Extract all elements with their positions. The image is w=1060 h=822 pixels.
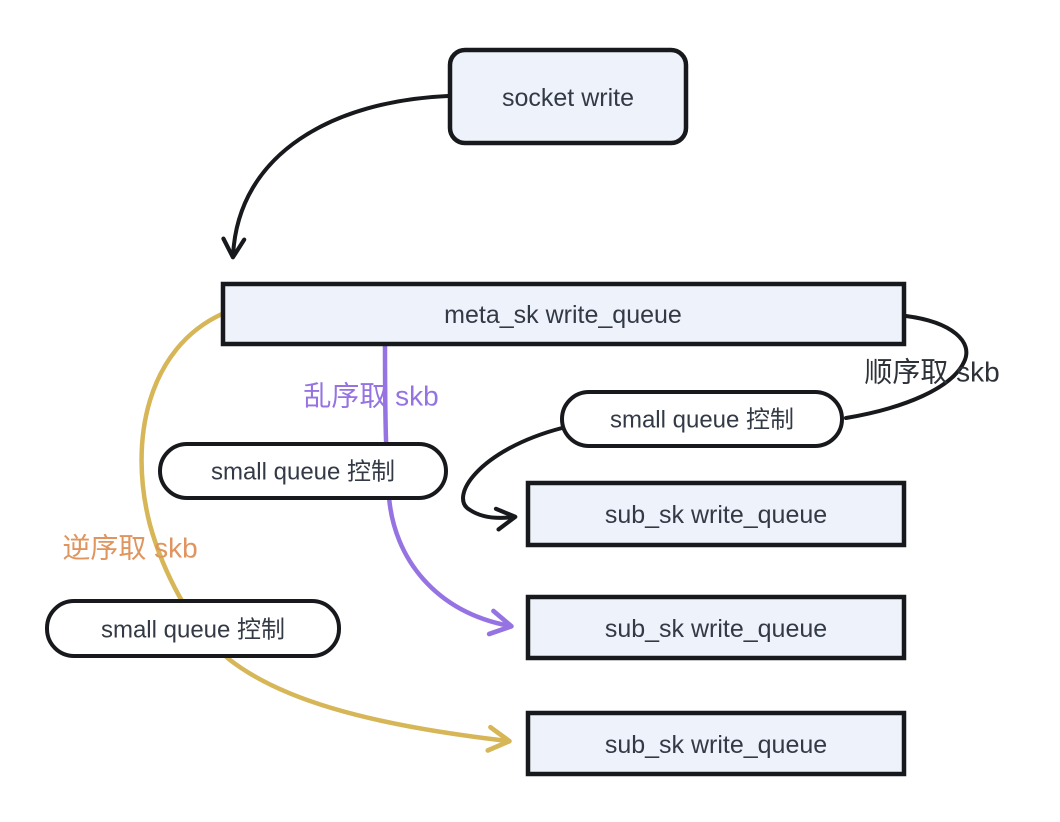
- node-sub-queue-1: sub_sk write_queue: [525, 480, 907, 548]
- edge-socket-to-meta: [221, 94, 450, 260]
- meta-queue-box: [220, 281, 907, 347]
- small-queue-right-pill: [560, 390, 844, 448]
- edge-meta-to-right-pill: [844, 314, 969, 420]
- edge-meta-to-sub3-gold: [139, 311, 512, 753]
- node-small-queue-middle: small queue 控制: [158, 442, 448, 500]
- small-queue-middle-label: small queue 控制: [211, 459, 395, 486]
- sub-queue-3-label: sub_sk write_queue: [605, 731, 827, 759]
- small-queue-right-label: small queue 控制: [610, 407, 794, 434]
- sub-queue-3-box: [525, 710, 907, 777]
- small-queue-left-pill: [45, 599, 341, 658]
- socket-write-box: [447, 47, 689, 146]
- sub-queue-1-box: [525, 480, 907, 548]
- edge-label-out-of-order: 乱序取 skb: [303, 381, 438, 412]
- sub-queue-2-label: sub_sk write_queue: [605, 615, 827, 643]
- small-queue-middle-pill: [158, 442, 448, 500]
- node-socket-write: socket write: [447, 47, 689, 146]
- node-sub-queue-3: sub_sk write_queue: [525, 710, 907, 777]
- meta-queue-label: meta_sk write_queue: [444, 301, 682, 329]
- node-small-queue-right: small queue 控制: [560, 390, 844, 448]
- edge-label-reverse-order: 逆序取 skb: [62, 533, 197, 564]
- small-queue-left-label: small queue 控制: [101, 617, 285, 644]
- socket-write-label: socket write: [502, 84, 634, 112]
- node-meta-queue: meta_sk write_queue: [220, 281, 907, 347]
- node-small-queue-left: small queue 控制: [45, 599, 341, 658]
- sub-queue-1-label: sub_sk write_queue: [605, 501, 827, 529]
- edge-right-pill-to-sub1: [461, 426, 564, 532]
- edge-label-in-order: 顺序取 skb: [864, 357, 999, 388]
- sub-queue-2-box: [525, 594, 907, 661]
- node-sub-queue-2: sub_sk write_queue: [525, 594, 907, 661]
